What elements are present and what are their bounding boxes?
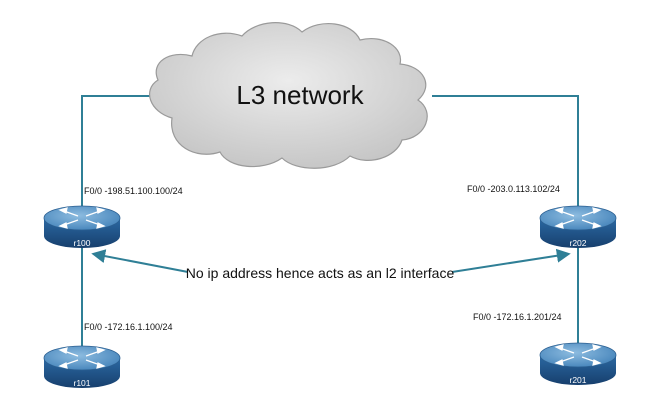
router-r201[interactable]: r201: [539, 342, 617, 386]
r201-interface-label: F0/0 -172.16.1.201/24: [473, 312, 562, 322]
r100-interface-label: F0/0 -198.51.100.100/24: [84, 186, 183, 196]
arrow-to-r202: [451, 248, 571, 273]
router-r202[interactable]: r202: [539, 205, 617, 249]
router-name: r202: [569, 238, 586, 248]
l3-network-cloud: L3 network: [149, 22, 428, 169]
r101-interface-label: F0/0 -172.16.1.100/24: [84, 322, 173, 332]
arrow-to-r100: [91, 249, 189, 273]
r202-interface-label: F0/0 -203.0.113.102/24: [467, 184, 560, 194]
cloud-label: L3 network: [236, 80, 364, 110]
link-cloud-r202: [432, 95, 579, 210]
annotation-text: No ip address hence acts as an l2 interf…: [186, 265, 455, 281]
links: [81, 95, 579, 350]
annotation-arrows: [91, 248, 571, 273]
link-cloud-r100: [81, 95, 168, 210]
router-name: r100: [73, 238, 90, 248]
router-name: r101: [73, 378, 90, 388]
router-name: r201: [569, 375, 586, 385]
router-r101[interactable]: r101: [43, 345, 121, 389]
router-r100[interactable]: r100: [43, 205, 121, 249]
